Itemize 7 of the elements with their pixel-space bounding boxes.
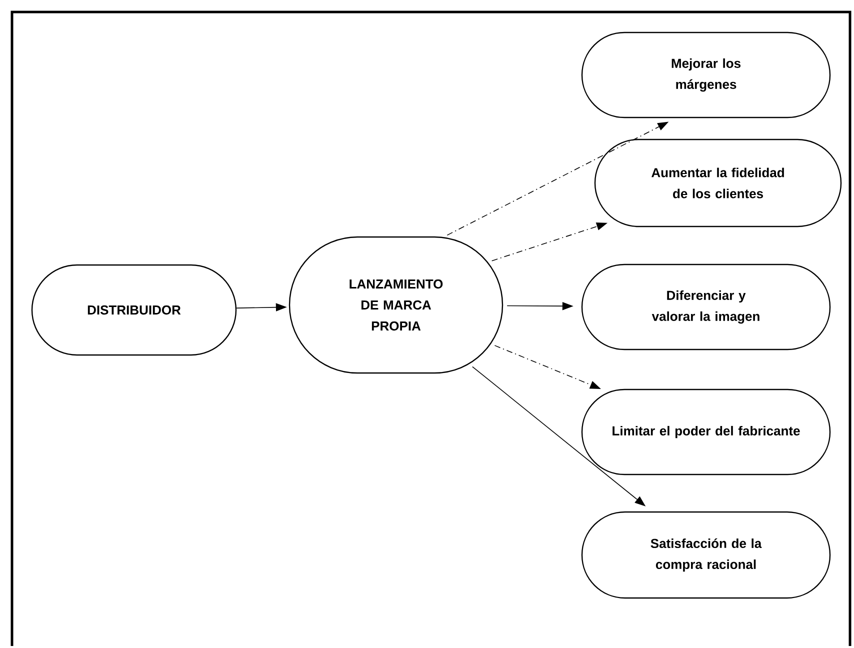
process-box: Limitar el poder del fabricante xyxy=(581,388,831,476)
process-box: LANZAMIENTO DE MARCA PROPIA xyxy=(288,236,504,374)
process-box: Mejorar los márgenes xyxy=(581,32,831,118)
process-box: Diferenciar y valorar la imagen xyxy=(581,264,831,350)
process-box: DISTRIBUIDOR xyxy=(31,264,237,356)
process-box: Aumentar la fidelidad de los clientes xyxy=(594,138,842,228)
process-box: Satisfacción de la compra racional xyxy=(581,511,831,599)
